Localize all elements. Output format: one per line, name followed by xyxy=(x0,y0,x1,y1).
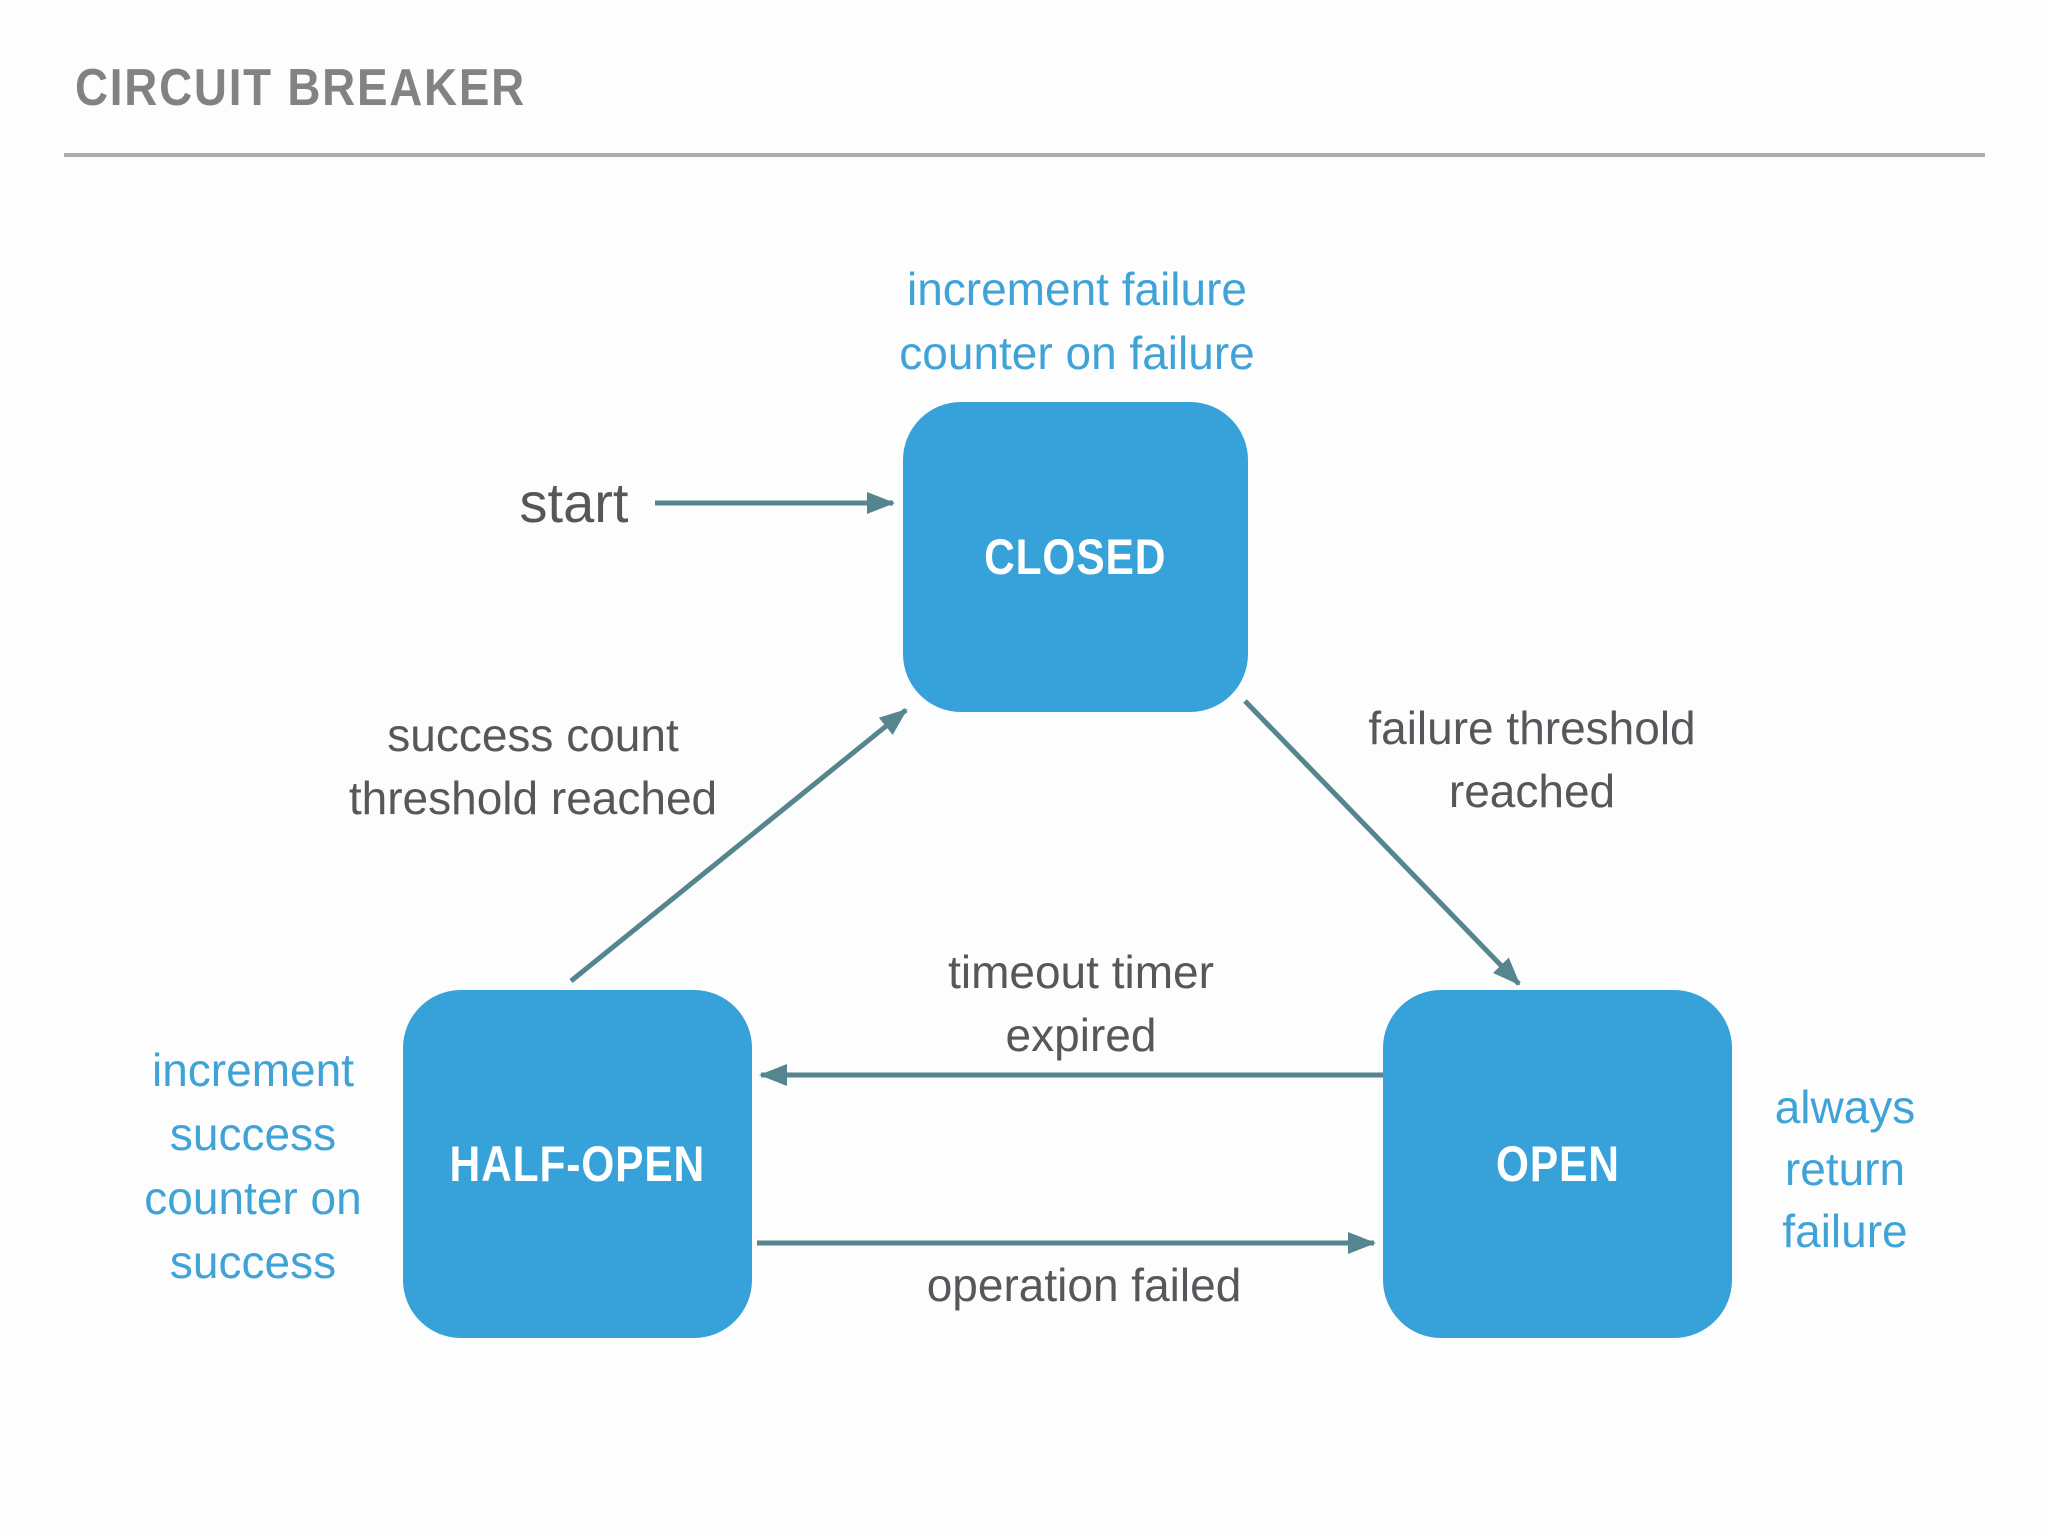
edge-label-failure-threshold: failure threshold reached xyxy=(1368,697,1695,823)
state-label-open: OPEN xyxy=(1495,1136,1620,1192)
state-node-half-open: HALF-OPEN xyxy=(403,990,752,1338)
note-line: counter on failure xyxy=(899,327,1255,379)
note-line: counter on xyxy=(144,1172,362,1224)
edge-label-line: expired xyxy=(1005,1009,1157,1061)
edge-label-line: reached xyxy=(1448,765,1616,817)
state-node-closed: CLOSED xyxy=(903,402,1248,712)
page-title: CIRCUIT BREAKER xyxy=(75,59,526,117)
state-label-half-open: HALF-OPEN xyxy=(449,1136,706,1192)
edge-label-line: operation failed xyxy=(926,1259,1242,1311)
edge-label-timeout-timer: timeout timer expired xyxy=(948,941,1214,1067)
edge-label-operation-failed: operation failed xyxy=(927,1254,1242,1317)
note-increment-failure-counter: increment failure counter on failure xyxy=(899,257,1254,385)
state-label-closed: CLOSED xyxy=(984,529,1167,585)
title-underline xyxy=(64,153,1985,157)
note-line: failure xyxy=(1782,1205,1908,1257)
edge-label-line: threshold reached xyxy=(348,772,718,824)
note-line: always xyxy=(1774,1081,1916,1133)
note-increment-success-counter: increment success counter on success xyxy=(144,1038,361,1294)
edge-label-line: timeout timer xyxy=(948,946,1214,998)
note-line: success xyxy=(169,1108,337,1160)
edge-label-line: failure threshold xyxy=(1368,702,1696,754)
start-label: start xyxy=(520,472,629,534)
note-line: increment failure xyxy=(906,263,1248,315)
state-node-open: OPEN xyxy=(1383,990,1732,1338)
note-line: success xyxy=(169,1236,337,1288)
edge-label-success-count-threshold: success count threshold reached xyxy=(349,704,717,830)
edge-label-line: success count xyxy=(387,709,679,761)
note-line: increment xyxy=(152,1044,354,1096)
start-label-text: start xyxy=(519,471,629,534)
note-line: return xyxy=(1784,1143,1906,1195)
note-always-return-failure: always return failure xyxy=(1775,1076,1916,1262)
